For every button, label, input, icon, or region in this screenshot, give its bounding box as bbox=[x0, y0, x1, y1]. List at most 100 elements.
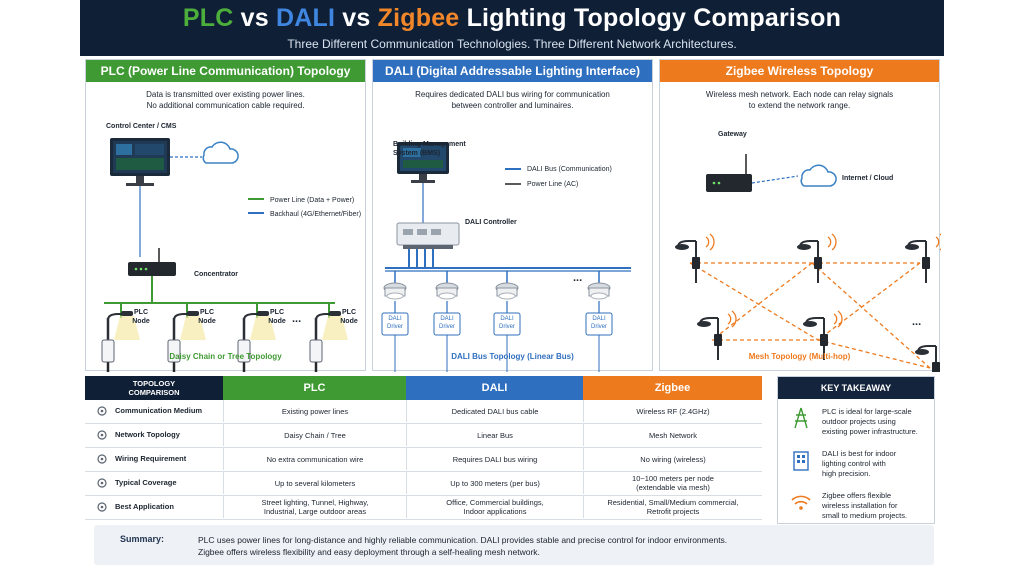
table-cell-dali-1: Dedicated DALI bus cable bbox=[406, 400, 583, 422]
table-row-divider bbox=[85, 423, 762, 424]
zigbee-heading: Zigbee Wireless Topology bbox=[660, 60, 939, 82]
control-center-label: Control Center / CMS bbox=[106, 123, 177, 130]
plc-heading: PLC (Power Line Communication) Topology bbox=[86, 60, 365, 82]
table-cell-plc-1: Existing power lines bbox=[223, 400, 406, 422]
dali-luminaires bbox=[381, 271, 613, 372]
dali-driver-text-b: Driver bbox=[499, 324, 515, 330]
plc-diagram bbox=[101, 138, 348, 372]
dali-driver-text-b: Driver bbox=[387, 324, 403, 330]
plc-panel: PLC (Power Line Communication) Topology … bbox=[85, 59, 366, 372]
cell-text: Office, Commercial buildings, bbox=[446, 498, 544, 507]
zigbee-diagram bbox=[675, 154, 941, 372]
page-title: PLC vs DALI vs Zigbee Lighting Topology … bbox=[80, 4, 944, 33]
gateway-icon bbox=[706, 154, 752, 192]
dali-luminaire-1 bbox=[381, 271, 409, 372]
table-cell-plc-2: Daisy Chain / Tree bbox=[223, 424, 406, 446]
cell-text-2: Industrial, Large outdoor areas bbox=[263, 507, 367, 516]
key-takeaway-text: DALI is best for indoor bbox=[822, 449, 897, 458]
dali-description: Requires dedicated DALI bus wiring for c… bbox=[373, 89, 652, 111]
mesh-link-8 bbox=[817, 339, 931, 369]
building-icon bbox=[97, 502, 107, 512]
key-takeaway-text: outdoor projects using bbox=[822, 417, 896, 426]
table-header-dali: DALI bbox=[406, 376, 583, 400]
mesh-link-5 bbox=[811, 262, 931, 369]
cell-text-2: Indoor applications bbox=[463, 507, 527, 516]
title-dali: DALI bbox=[276, 4, 336, 32]
dali-caption: DALI Bus Topology (Linear Bus) bbox=[451, 352, 574, 361]
plc-street-light-4 bbox=[309, 303, 348, 372]
concentrator-label: Concentrator bbox=[194, 271, 238, 278]
table-row-divider bbox=[85, 447, 762, 448]
plc-node-text-a: PLC bbox=[342, 309, 356, 316]
title-zigbee: Zigbee bbox=[377, 4, 460, 32]
dali-luminaire-4 bbox=[585, 271, 613, 372]
cell-text: Dedicated DALI bus cable bbox=[451, 406, 539, 416]
internet-cloud-icon bbox=[800, 164, 837, 187]
plc-node-text-a: PLC bbox=[134, 309, 148, 316]
plc-node-text-b: Node bbox=[268, 318, 286, 325]
cell-text: 10~100 meters per node bbox=[632, 474, 714, 483]
table-corner-line-2: COMPARISON bbox=[128, 388, 180, 397]
zigbee-node-1 bbox=[675, 233, 715, 283]
dali-driver-text-b: Driver bbox=[439, 324, 455, 330]
key-takeaway-text: existing power infrastructure. bbox=[822, 427, 918, 436]
concentrator-icon bbox=[128, 248, 176, 276]
comparison-table: TOPOLOGY COMPARISON PLC DALI Zigbee Comm… bbox=[85, 376, 762, 520]
zigbee-desc-line-1: Wireless mesh network. Each node can rel… bbox=[705, 90, 894, 99]
office-building-icon bbox=[793, 451, 809, 471]
dali-desc-line-2: between controller and luminaires. bbox=[451, 101, 574, 110]
cell-text-2: (extendable via mesh) bbox=[636, 483, 710, 492]
plc-caption: Daisy Chain or Tree Topology bbox=[169, 352, 282, 361]
key-takeaway-text: Zigbee offers flexible bbox=[822, 491, 892, 500]
key-takeaway-text: PLC is ideal for large-scale bbox=[822, 407, 912, 416]
zigbee-ellipsis: ... bbox=[912, 316, 922, 328]
cell-text: Linear Bus bbox=[477, 430, 513, 440]
cloud-label: Internet / Cloud bbox=[842, 175, 894, 182]
mesh-link-4 bbox=[711, 262, 813, 341]
table-cell-plc-5: Street lighting, Tunnel, Highway,Industr… bbox=[223, 496, 406, 518]
table-row-label-2: Network Topology bbox=[115, 430, 180, 439]
plc-street-light-1 bbox=[101, 303, 140, 372]
table-cell-plc-3: No extra communication wire bbox=[223, 448, 406, 470]
dali-driver-label-2: DALI Driver bbox=[434, 315, 460, 331]
table-cell-zigbee-1: Wireless RF (2.4GHz) bbox=[583, 400, 762, 422]
title-vs-1: vs bbox=[233, 4, 276, 32]
dali-driver-label-1: DALI Driver bbox=[382, 315, 408, 331]
zigbee-node-5 bbox=[803, 310, 843, 360]
table-cell-dali-4: Up to 300 meters (per bus) bbox=[406, 472, 583, 494]
cell-text: No wiring (wireless) bbox=[640, 454, 706, 464]
bms-label: Building Management System (BMS) bbox=[393, 140, 466, 158]
table-corner-line-1: TOPOLOGY bbox=[132, 379, 176, 388]
control-center-monitor-icon bbox=[110, 138, 170, 186]
dali-panel: DALI (Digital Addressable Lighting Inter… bbox=[372, 59, 653, 402]
plc-node-text-a: PLC bbox=[200, 309, 214, 316]
plc-street-light-2 bbox=[167, 303, 206, 372]
dali-luminaire-3 bbox=[493, 271, 521, 372]
plc-ellipsis: ... bbox=[292, 313, 302, 325]
dali-driver-text-a: DALI bbox=[388, 316, 402, 322]
cell-text: Up to several kilometers bbox=[274, 478, 356, 488]
infographic: PLC vs DALI vs Zigbee Lighting Topology … bbox=[80, 0, 944, 576]
header-banner: PLC vs DALI vs Zigbee Lighting Topology … bbox=[80, 0, 944, 56]
cell-text-2: Retrofit projects bbox=[646, 507, 700, 516]
summary-label: Summary: bbox=[120, 534, 165, 544]
table-cell-zigbee-3: No wiring (wireless) bbox=[583, 448, 762, 470]
summary-line-2: Zigbee offers wireless flexibility and e… bbox=[198, 547, 540, 557]
table-row-label-3: Wiring Requirement bbox=[115, 454, 187, 463]
plc-street-light-3 bbox=[237, 303, 276, 372]
cell-text: Up to 300 meters (per bus) bbox=[450, 478, 540, 488]
wifi-icon bbox=[791, 495, 811, 510]
summary-text: PLC uses power lines for long-distance a… bbox=[198, 534, 727, 558]
cable-icon bbox=[97, 454, 107, 464]
table-cell-zigbee-5: Residential, Small/Medium commercial,Ret… bbox=[583, 496, 762, 518]
dali-driver-text-a: DALI bbox=[440, 316, 454, 322]
plc-node-text-b: Node bbox=[198, 318, 216, 325]
table-cell-zigbee-2: Mesh Network bbox=[583, 424, 762, 446]
plc-desc-line-2: No additional communication cable requir… bbox=[146, 101, 305, 110]
cell-text: Mesh Network bbox=[649, 430, 697, 440]
network-icon bbox=[97, 430, 107, 440]
mesh-link-6 bbox=[817, 262, 921, 341]
